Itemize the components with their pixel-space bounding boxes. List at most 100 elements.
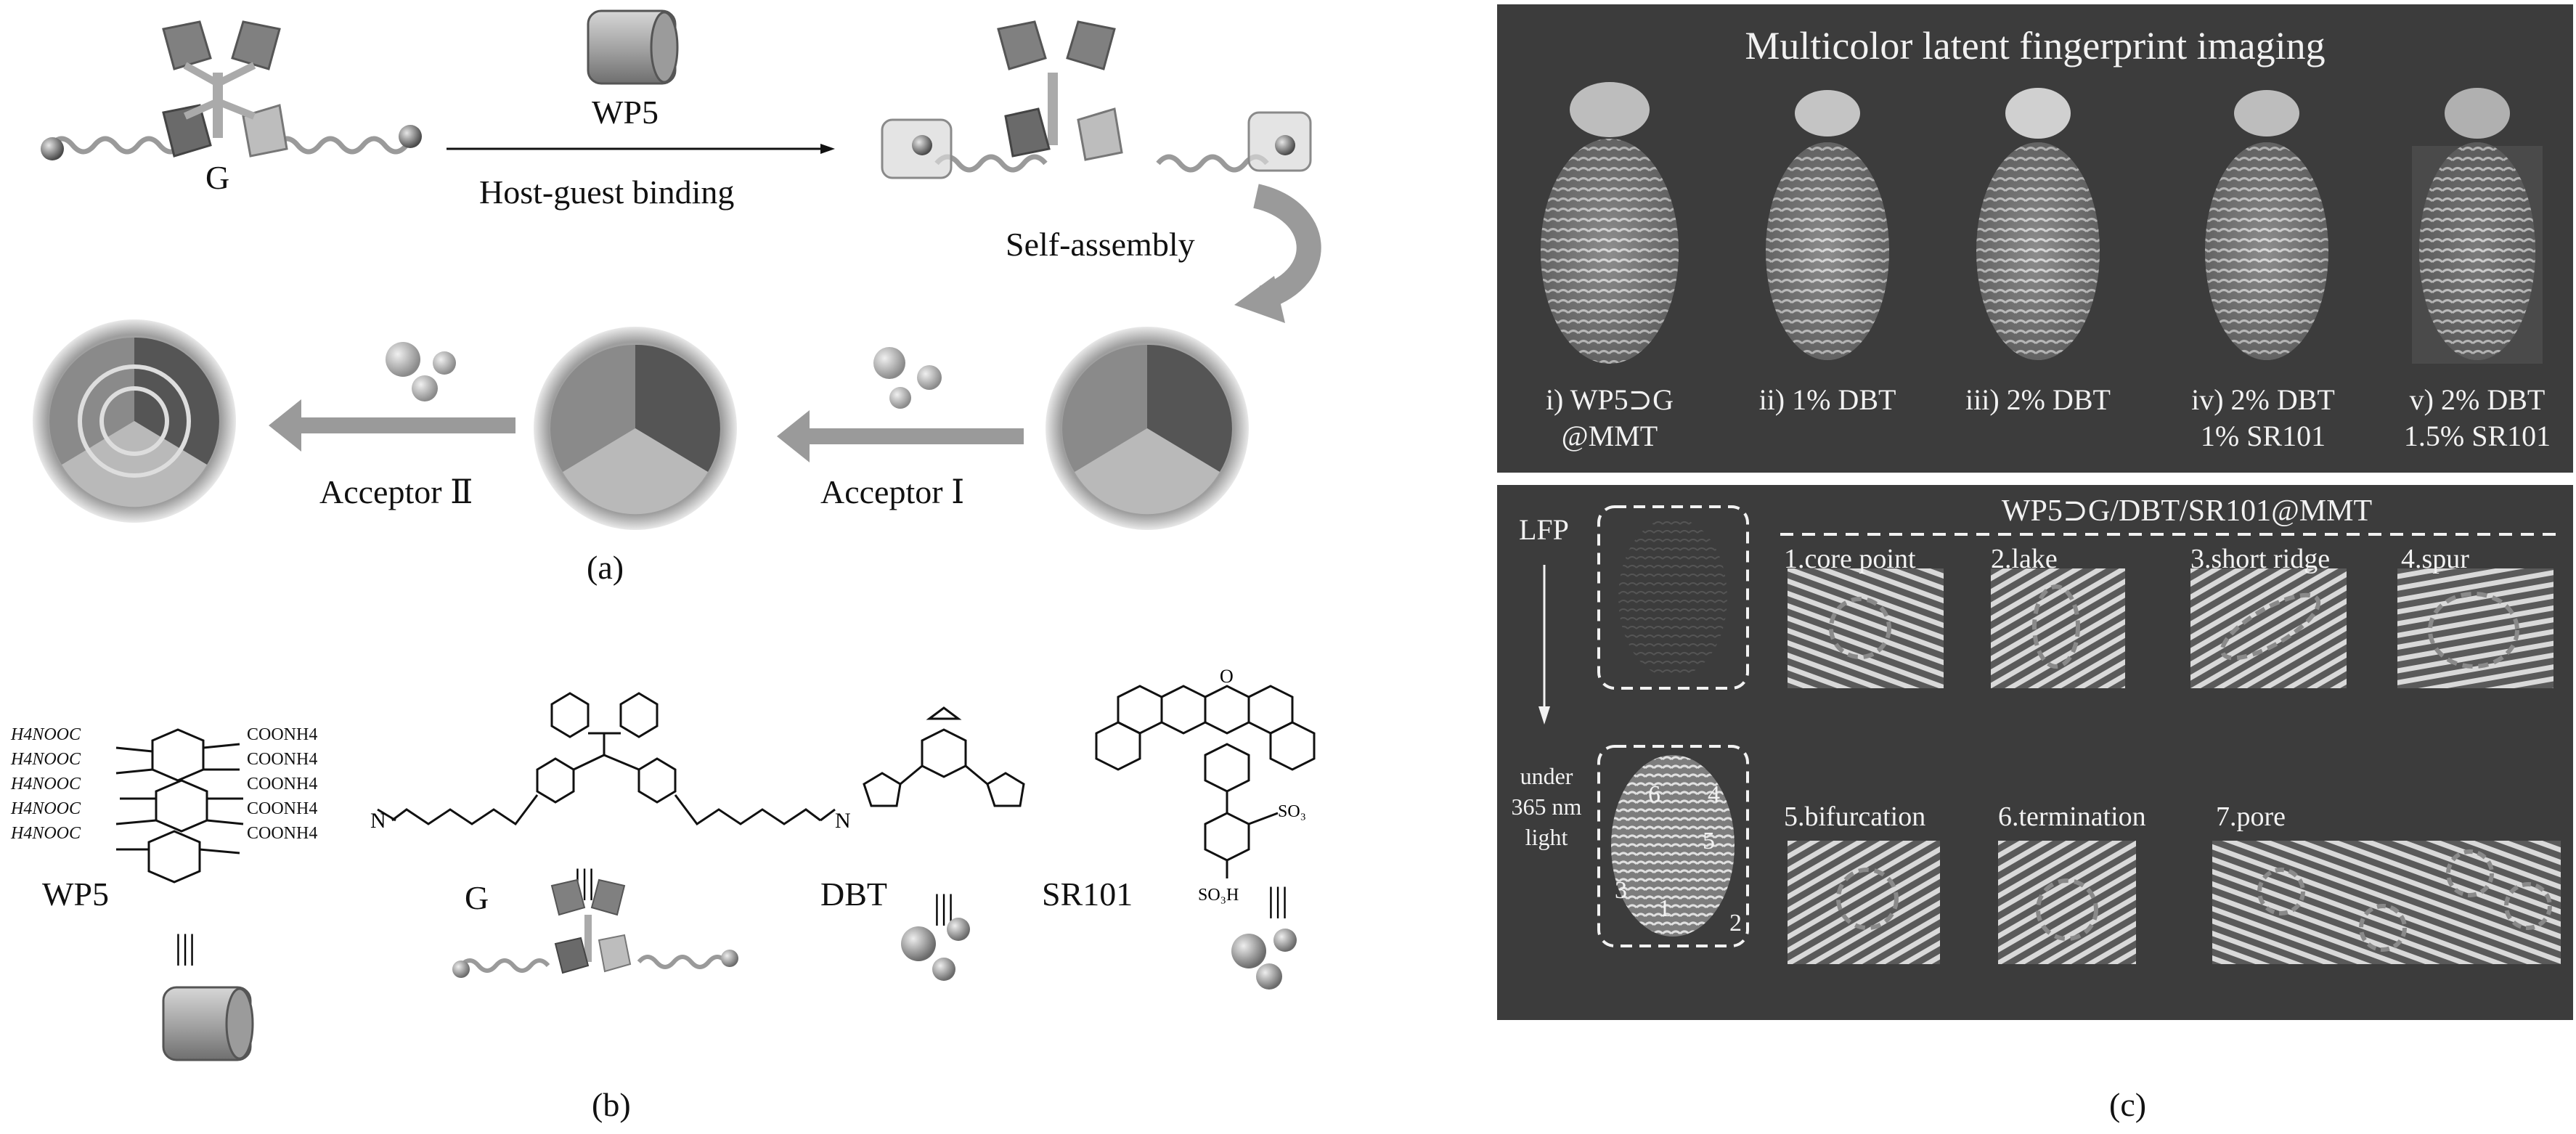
fp-number-2: 2 bbox=[1729, 910, 1742, 937]
wp5-structure bbox=[115, 728, 244, 884]
patch-pore bbox=[2212, 841, 2561, 964]
wp5-groups-left: H4NOOC H4NOOC H4NOOC H4NOOC H4NOOC bbox=[11, 722, 81, 846]
panel-b-graphics: ||| N N ||| bbox=[115, 666, 1316, 1061]
host-guest-complex bbox=[881, 20, 1312, 179]
light-label-line2: 365 nm bbox=[1511, 794, 1582, 820]
wp5-label: WP5 bbox=[42, 876, 109, 913]
self-assembly-arrow bbox=[1234, 184, 1321, 323]
panel-a: G WP5 Host-guest binding Self-assembly A… bbox=[0, 0, 1365, 624]
marker-pore-2 bbox=[2359, 904, 2407, 952]
panel-c-top: Multicolor latent fingerprint imaging bbox=[1497, 4, 2573, 473]
dbt-ball-2 bbox=[947, 918, 970, 941]
dbt-label: DBT bbox=[820, 876, 887, 913]
panel-b: ||| N N ||| bbox=[0, 666, 1365, 1133]
feature-termination: 6.termination bbox=[1998, 801, 2146, 832]
acceptor1-label: Acceptor Ⅰ bbox=[820, 473, 965, 510]
acceptor1-arrow bbox=[777, 347, 1024, 462]
fp-number-4: 4 bbox=[1708, 781, 1720, 808]
feature-lake: 2.lake bbox=[1991, 544, 2058, 574]
wp5-group-right-3: COONH4 bbox=[247, 775, 318, 794]
patch-termination bbox=[1998, 841, 2136, 964]
marker-pore-1 bbox=[2257, 868, 2305, 915]
host-guest-arrow bbox=[447, 144, 835, 154]
sample-1-line2: @MMT bbox=[1561, 420, 1658, 452]
fp-number-5: 5 bbox=[1703, 828, 1715, 854]
acceptor2-arrow bbox=[269, 342, 515, 452]
fp-number-1: 1 bbox=[1658, 895, 1671, 922]
g-molecule-small bbox=[452, 878, 738, 978]
wp5-cylinder-icon bbox=[587, 9, 679, 85]
equiv-sr101: ||| bbox=[1268, 881, 1289, 919]
self-assembly-label: Self-assembly bbox=[1006, 226, 1195, 263]
sample-4-line2: 1% SR101 bbox=[2200, 420, 2326, 452]
wp5-group-left-4: H4NOOC bbox=[11, 799, 81, 818]
caption-b: (b) bbox=[592, 1086, 631, 1123]
fingerprint-5 bbox=[2412, 88, 2543, 364]
acceptor2-label: Acceptor Ⅱ bbox=[319, 473, 473, 510]
sample-2-label: ii) 1% DBT bbox=[1740, 382, 1915, 418]
host-guest-binding-label: Host-guest binding bbox=[479, 174, 735, 211]
sr101-so3h: SO₃H bbox=[1198, 886, 1239, 905]
wp5-group-right-1: COONH4 bbox=[247, 725, 318, 744]
sample-5-label: v) 2% DBT 1.5% SR101 bbox=[2379, 382, 2575, 454]
marker-short-ridge bbox=[2220, 592, 2321, 661]
marker-spur bbox=[2428, 592, 2519, 669]
marker-pore-3 bbox=[2446, 849, 2494, 897]
lfp-bright-print bbox=[1611, 755, 1735, 937]
caption-c: (c) bbox=[2109, 1086, 2147, 1123]
sample-3-label: iii) 2% DBT bbox=[1947, 382, 2129, 418]
marker-lake bbox=[2032, 584, 2080, 669]
sr101-ball-2 bbox=[1273, 929, 1297, 952]
sample-4-line1: iv) 2% DBT bbox=[2191, 383, 2335, 416]
feature-short-ridge: 3.short ridge bbox=[2190, 544, 2331, 574]
wp5-group-left-1: H4NOOC bbox=[11, 725, 81, 744]
sphere-right bbox=[1046, 327, 1249, 530]
g-n-right: N bbox=[835, 809, 851, 833]
wp5-group-left-2: H4NOOC bbox=[11, 750, 81, 769]
fp-number-3: 3 bbox=[1615, 877, 1627, 904]
feature-spur: 4.spur bbox=[2401, 544, 2469, 574]
wp5-cylinder-small bbox=[162, 986, 254, 1061]
light-label: under 365 nm light bbox=[1510, 761, 1583, 852]
wp5-group-right-4: COONH4 bbox=[247, 799, 318, 818]
patch-bifurcation bbox=[1788, 841, 1940, 964]
panel-c-bottom-graphics bbox=[1538, 505, 2564, 964]
wp5-group-right-2: COONH4 bbox=[247, 750, 318, 769]
sample-1-line1: i) WP5⊃G bbox=[1545, 383, 1674, 416]
guest-molecule-g bbox=[41, 20, 422, 160]
sr101-ball-3 bbox=[1256, 963, 1282, 990]
sr101-label: SR101 bbox=[1042, 876, 1133, 913]
g-n-left: N bbox=[370, 809, 386, 833]
panel-a-graphics bbox=[33, 9, 1321, 530]
equiv-wp5: ||| bbox=[175, 928, 196, 966]
sr101-so3: SO₃ bbox=[1278, 802, 1306, 821]
sphere-left bbox=[33, 319, 236, 523]
lfp-faint-print bbox=[1618, 518, 1727, 677]
dbt-structure bbox=[863, 706, 1025, 807]
g-structure bbox=[377, 692, 836, 826]
patch-short-ridge bbox=[2190, 568, 2347, 688]
sample-1-label: i) WP5⊃G @MMT bbox=[1519, 382, 1700, 454]
feature-pore: 7.pore bbox=[2216, 801, 2286, 832]
panel-c-bottom: WP5⊃G/DBT/SR101@MMT LFP under 365 nm lig… bbox=[1497, 485, 2573, 1020]
feature-bifurcation: 5.bifurcation bbox=[1784, 801, 1926, 832]
fingerprint-4 bbox=[2205, 90, 2328, 360]
sample-3-line1: iii) 2% DBT bbox=[1965, 383, 2111, 416]
lfp-down-arrowhead bbox=[1538, 706, 1550, 725]
panel-c-top-title: Multicolor latent fingerprint imaging bbox=[1745, 24, 2326, 68]
patch-spur bbox=[2397, 568, 2553, 688]
light-label-line1: under bbox=[1520, 763, 1573, 789]
sr101-oxygen: O bbox=[1220, 666, 1234, 687]
panel-c-bottom-title: WP5⊃G/DBT/SR101@MMT bbox=[2001, 494, 2373, 528]
marker-core-point bbox=[1829, 597, 1891, 659]
wp5-group-left-5: H4NOOC bbox=[11, 824, 81, 843]
lfp-label: LFP bbox=[1519, 513, 1569, 546]
lfp-box-top bbox=[1597, 505, 1749, 690]
marker-termination bbox=[2036, 878, 2098, 941]
feature-core-point: 1.core point bbox=[1784, 544, 1916, 574]
host-label: WP5 bbox=[592, 94, 659, 131]
lfp-box-bottom bbox=[1597, 745, 1749, 947]
wp5-group-right-5: COONH4 bbox=[247, 824, 318, 843]
wp5-group-left-3: H4NOOC bbox=[11, 775, 81, 794]
marker-pore-4 bbox=[2504, 882, 2552, 930]
